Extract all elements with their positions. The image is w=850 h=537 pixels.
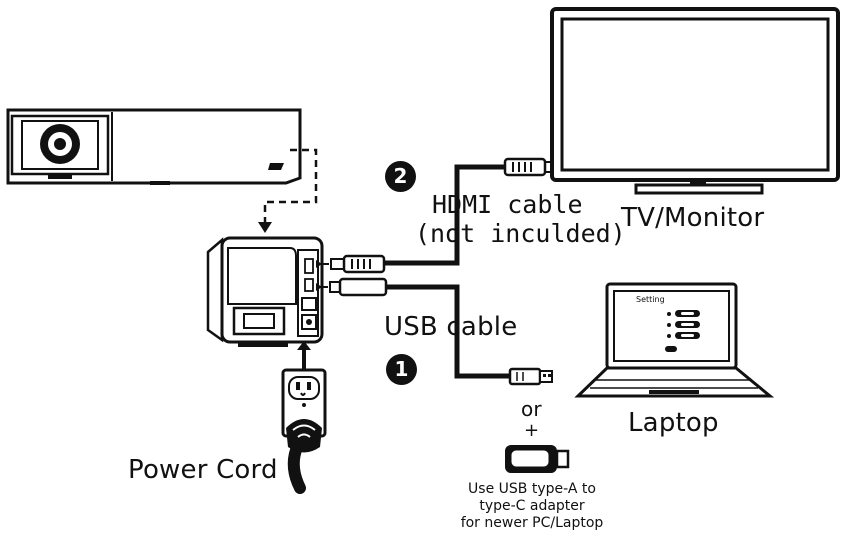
adapter-note: Use USB type-A to type-C adapter for new… [458, 481, 606, 532]
usb-cable [316, 277, 553, 386]
usb-c-adapter-illustration [505, 445, 570, 473]
hdmi-cable-label: HDMI cable [432, 190, 583, 219]
power-outlet-illustration [281, 341, 327, 438]
laptop-label: Laptop [628, 408, 719, 438]
tv-monitor-illustration [550, 7, 840, 195]
or-label: or [521, 397, 542, 421]
power-cord-label: Power Cord [128, 455, 278, 485]
usb-cable-label: USB cable [384, 312, 518, 342]
adapter-note-line-1: Use USB type-A to [468, 481, 596, 497]
rear-panel-callout [258, 148, 318, 233]
power-cord-plug-illustration [286, 419, 322, 494]
step-badge-hdmi: 2 [385, 161, 416, 192]
plus-label: + [524, 420, 540, 441]
adapter-note-line-2: type-C adapter [479, 498, 585, 514]
projector-rear-panel [206, 236, 324, 347]
hdmi-cable [316, 157, 554, 274]
tv-monitor-label: TV/Monitor [621, 203, 765, 233]
laptop-illustration [574, 282, 775, 398]
step-badge-usb: 1 [386, 354, 417, 385]
laptop-screen-title: Setting [636, 295, 665, 304]
projector-illustration [6, 108, 302, 185]
hdmi-not-included-label: (not inculded) [415, 219, 626, 248]
adapter-note-line-3: for newer PC/Laptop [460, 515, 604, 531]
